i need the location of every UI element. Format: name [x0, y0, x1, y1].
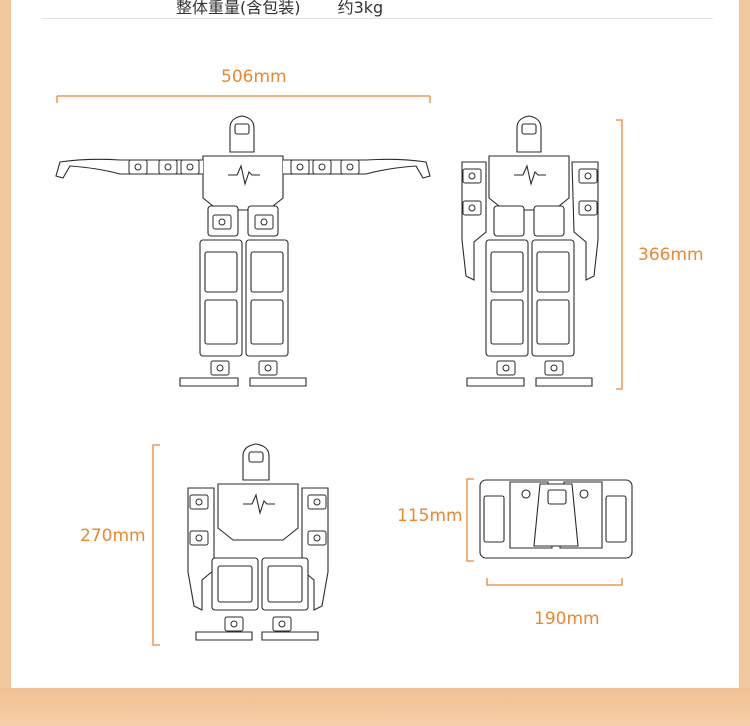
dim-label-top-width: 190mm — [534, 609, 600, 629]
dim-line-top-width — [486, 578, 623, 586]
spec-key: 整体重量(含包装) — [176, 0, 301, 17]
spec-value: 约3kg — [337, 0, 384, 17]
robot-side-view — [187, 443, 329, 641]
dimension-lines — [56, 95, 623, 646]
dim-line-side-depth — [152, 444, 160, 646]
robot-front-arms-out — [55, 115, 431, 387]
dim-label-top-depth: 115mm — [397, 506, 463, 526]
dim-label-height: 366mm — [638, 245, 704, 265]
dim-label-width: 506mm — [221, 67, 287, 87]
dim-line-top-depth — [466, 478, 474, 562]
bottom-gradient-strip — [0, 688, 750, 726]
dim-line-height — [616, 119, 623, 390]
spec-divider — [41, 18, 713, 19]
content-card: 整体重量(含包装) 约3kg — [11, 0, 739, 688]
robot-top-view — [479, 479, 633, 559]
dim-line-width — [56, 95, 431, 103]
robot-front-arms-down — [461, 115, 599, 387]
dim-label-side-depth: 270mm — [80, 526, 146, 546]
spec-row-weight: 整体重量(含包装) 约3kg — [176, 0, 384, 17]
